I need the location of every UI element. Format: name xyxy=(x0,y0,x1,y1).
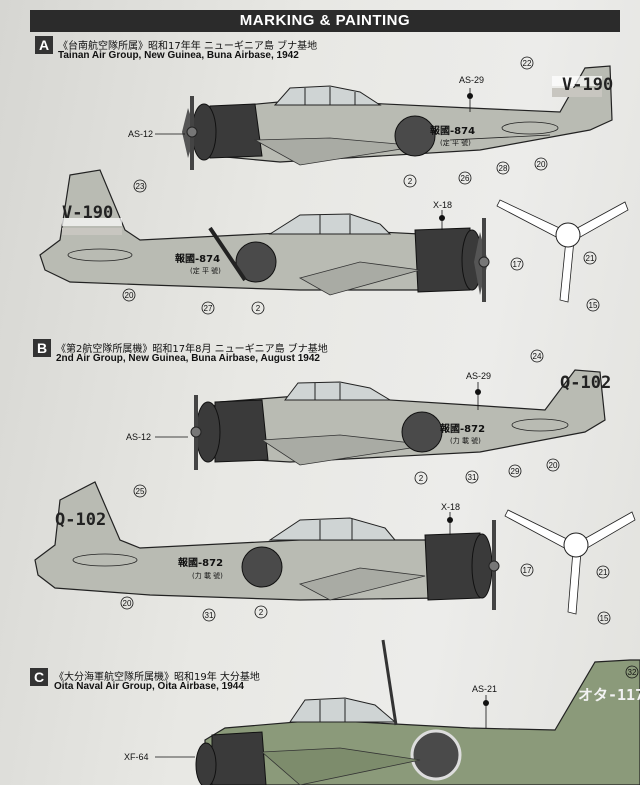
section-b-jp-title: 《第2航空隊所属機》昭和17年8月 ニューギニア島 ブナ基地 xyxy=(56,344,328,355)
callout-as12-a: AS-12 xyxy=(128,129,153,139)
svg-text:2: 2 xyxy=(419,474,424,483)
svg-text:20: 20 xyxy=(549,461,558,470)
plane-c-tail-code: オタ-1175 xyxy=(578,686,640,704)
plane-a-left-tail-code: V-190 xyxy=(62,203,113,223)
svg-text:15: 15 xyxy=(589,301,598,310)
plane-a-right-profile xyxy=(182,65,613,170)
callout-x18-a: X-18 xyxy=(433,200,452,210)
section-b-en-title: 2nd Air Group, New Guinea, Buna Airbase,… xyxy=(56,353,320,364)
section-a-jp-title: 《台南航空隊所属》昭和17年年 ニューギニア島 ブナ基地 xyxy=(58,41,318,52)
propeller-b: 21 15 xyxy=(504,509,636,625)
svg-text:20: 20 xyxy=(537,160,546,169)
callout-as21: AS-21 xyxy=(472,684,497,694)
svg-text:28: 28 xyxy=(499,164,508,173)
plane-a-left-fuselage-code: 報國-874 xyxy=(175,252,220,265)
svg-text:29: 29 xyxy=(511,467,520,476)
svg-text:22: 22 xyxy=(523,59,532,68)
svg-text:2: 2 xyxy=(408,177,413,186)
plane-a-right-fuselage-code: 報國-874 xyxy=(430,124,475,137)
callout-as29-b: AS-29 xyxy=(466,371,491,381)
page-header: MARKING & PAINTING xyxy=(30,10,620,32)
plane-b-left-number-callouts: 25 20 31 2 17 xyxy=(120,484,534,622)
plane-a-left-fuselage-sub: (定 平 號) xyxy=(190,266,221,275)
svg-text:31: 31 xyxy=(468,473,477,482)
section-c-badge: C xyxy=(30,668,48,686)
plane-b-right-tail-code: Q-102 xyxy=(560,373,611,393)
section-c-en-title: Oita Naval Air Group, Oita Airbase, 1944 xyxy=(54,681,244,692)
svg-text:20: 20 xyxy=(125,291,134,300)
section-a-badge: A xyxy=(35,36,53,54)
plane-c-right-profile xyxy=(195,639,640,785)
callout-as29-a: AS-29 xyxy=(459,75,484,85)
plane-a-right-number-callouts: 22 2 26 28 20 xyxy=(403,56,548,188)
svg-text:20: 20 xyxy=(123,599,132,608)
callout-xf64: XF-64 xyxy=(124,752,149,762)
plane-b-right-number-callouts: 24 2 31 29 20 xyxy=(414,349,560,485)
svg-text:21: 21 xyxy=(586,254,595,263)
plane-b-left-fuselage-code: 報國-872 xyxy=(178,556,223,569)
svg-text:2: 2 xyxy=(259,608,264,617)
plane-a-right-tail-code: V-190 xyxy=(562,75,613,95)
plane-b-left-fuselage-sub: (力 載 號) xyxy=(192,571,223,580)
plane-a-right-fuselage-sub: (定 平 號) xyxy=(440,138,471,147)
svg-text:23: 23 xyxy=(136,182,145,191)
section-c-jp-title: 《大分海軍航空隊所属機》昭和19年 大分基地 xyxy=(54,672,260,683)
section-b-badge: B xyxy=(33,339,51,357)
plane-b-right-fuselage-code: 報國-872 xyxy=(440,422,485,435)
callout-x18-b: X-18 xyxy=(441,502,460,512)
plane-b-left-profile xyxy=(34,481,500,610)
plane-a-left-number-callouts: 23 20 27 2 17 xyxy=(122,179,524,315)
svg-text:26: 26 xyxy=(461,174,470,183)
svg-text:17: 17 xyxy=(523,566,532,575)
svg-text:17: 17 xyxy=(513,260,522,269)
plane-a-left-profile xyxy=(39,169,490,302)
plane-b-right-profile xyxy=(190,369,606,470)
section-a-en-title: Tainan Air Group, New Guinea, Buna Airba… xyxy=(58,50,299,61)
svg-text:24: 24 xyxy=(533,352,542,361)
plane-b-left-tail-code: Q-102 xyxy=(55,510,106,530)
svg-text:25: 25 xyxy=(136,487,145,496)
svg-text:27: 27 xyxy=(204,304,213,313)
plane-c-callout-32: 32 xyxy=(628,668,637,677)
svg-text:2: 2 xyxy=(256,304,261,313)
svg-text:31: 31 xyxy=(205,611,214,620)
svg-text:21: 21 xyxy=(599,568,608,577)
plane-b-right-fuselage-sub: (力 載 號) xyxy=(450,436,481,445)
callout-as12-b: AS-12 xyxy=(126,432,151,442)
propeller-a: 21 15 xyxy=(496,199,629,312)
svg-text:15: 15 xyxy=(600,614,609,623)
